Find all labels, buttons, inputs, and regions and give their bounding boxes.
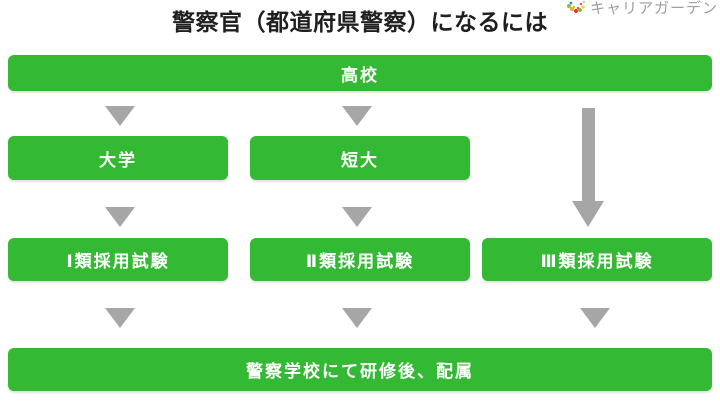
site-logo-text: キャリアガーデン (589, 0, 718, 17)
node-highschool: 高校 (8, 55, 712, 91)
node-exam-type1: Ⅰ類採用試験 (8, 238, 228, 281)
down-arrow-icon (105, 308, 135, 328)
node-junior-college: 短大 (250, 136, 470, 180)
site-logo: キャリアガーデン (565, 0, 718, 17)
careergarden-leaf-icon (566, 1, 585, 14)
down-arrow-icon (342, 308, 372, 328)
node-university: 大学 (8, 136, 228, 180)
page-title: 警察官（都道府県警察）になるには (172, 9, 548, 35)
down-arrow-icon (105, 207, 135, 227)
node-police-academy: 警察学校にて研修後、配属 (8, 348, 712, 391)
arrow-shaft (582, 108, 595, 202)
down-arrow-icon (342, 207, 372, 227)
arrow-head (572, 201, 604, 227)
down-arrow-icon (105, 106, 135, 126)
node-exam-type2: Ⅱ類採用試験 (250, 238, 470, 281)
long-down-arrow-icon (572, 108, 605, 227)
down-arrow-icon (342, 106, 372, 126)
node-exam-type3: Ⅲ類採用試験 (482, 238, 712, 281)
down-arrow-icon (580, 308, 610, 328)
